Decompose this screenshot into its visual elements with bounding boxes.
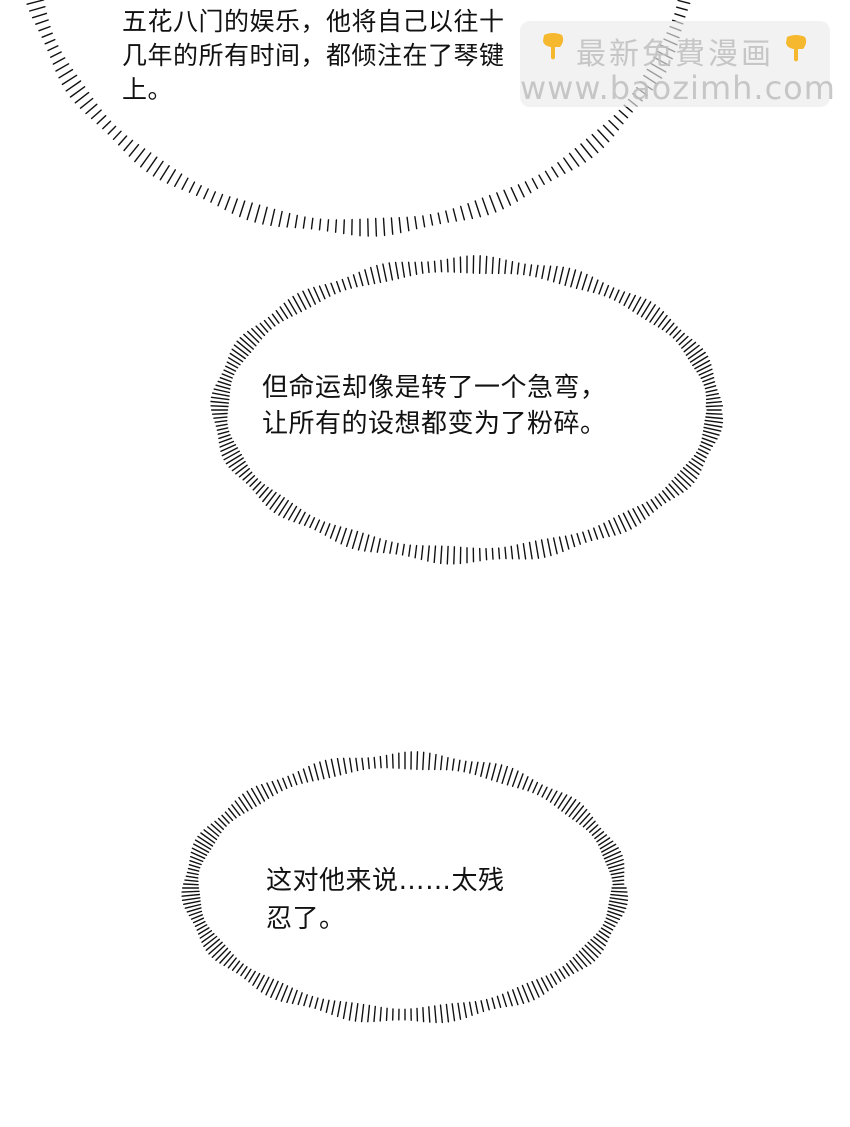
site-watermark[interactable]: 最新免費漫画 www.baozimh.com bbox=[520, 21, 836, 107]
narration-line: 五花八门的娱乐，他将自己以往十 bbox=[122, 7, 505, 36]
narration-text-middle: 但命运却像是转了一个急弯， 让所有的设想都变为了粉碎。 bbox=[262, 370, 607, 442]
narration-text-bottom: 这对他来说……太残 忍了。 bbox=[266, 862, 505, 938]
narration-line: 这对他来说……太残 bbox=[266, 866, 505, 896]
narration-line: 忍了。 bbox=[266, 904, 346, 934]
watermark-url: www.baozimh.com bbox=[520, 69, 836, 107]
watermark-title: 最新免費漫画 bbox=[576, 37, 774, 72]
narration-line: 让所有的设想都变为了粉碎。 bbox=[262, 409, 607, 439]
pointing-down-hand-icon bbox=[786, 35, 807, 62]
spiky-bubble-middle bbox=[210, 255, 724, 565]
narration-text-top: 五花八门的娱乐，他将自己以往十 几年的所有时间，都倾注在了琴键 上。 bbox=[122, 5, 505, 107]
spiky-bubble-bottom bbox=[181, 751, 629, 1024]
narration-line: 上。 bbox=[122, 75, 174, 104]
narration-line: 几年的所有时间，都倾注在了琴键 bbox=[122, 41, 505, 70]
pointing-down-hand-icon bbox=[543, 33, 564, 60]
spiky-bubble-top bbox=[26, 0, 691, 237]
narration-line: 但命运却像是转了一个急弯， bbox=[262, 373, 607, 403]
